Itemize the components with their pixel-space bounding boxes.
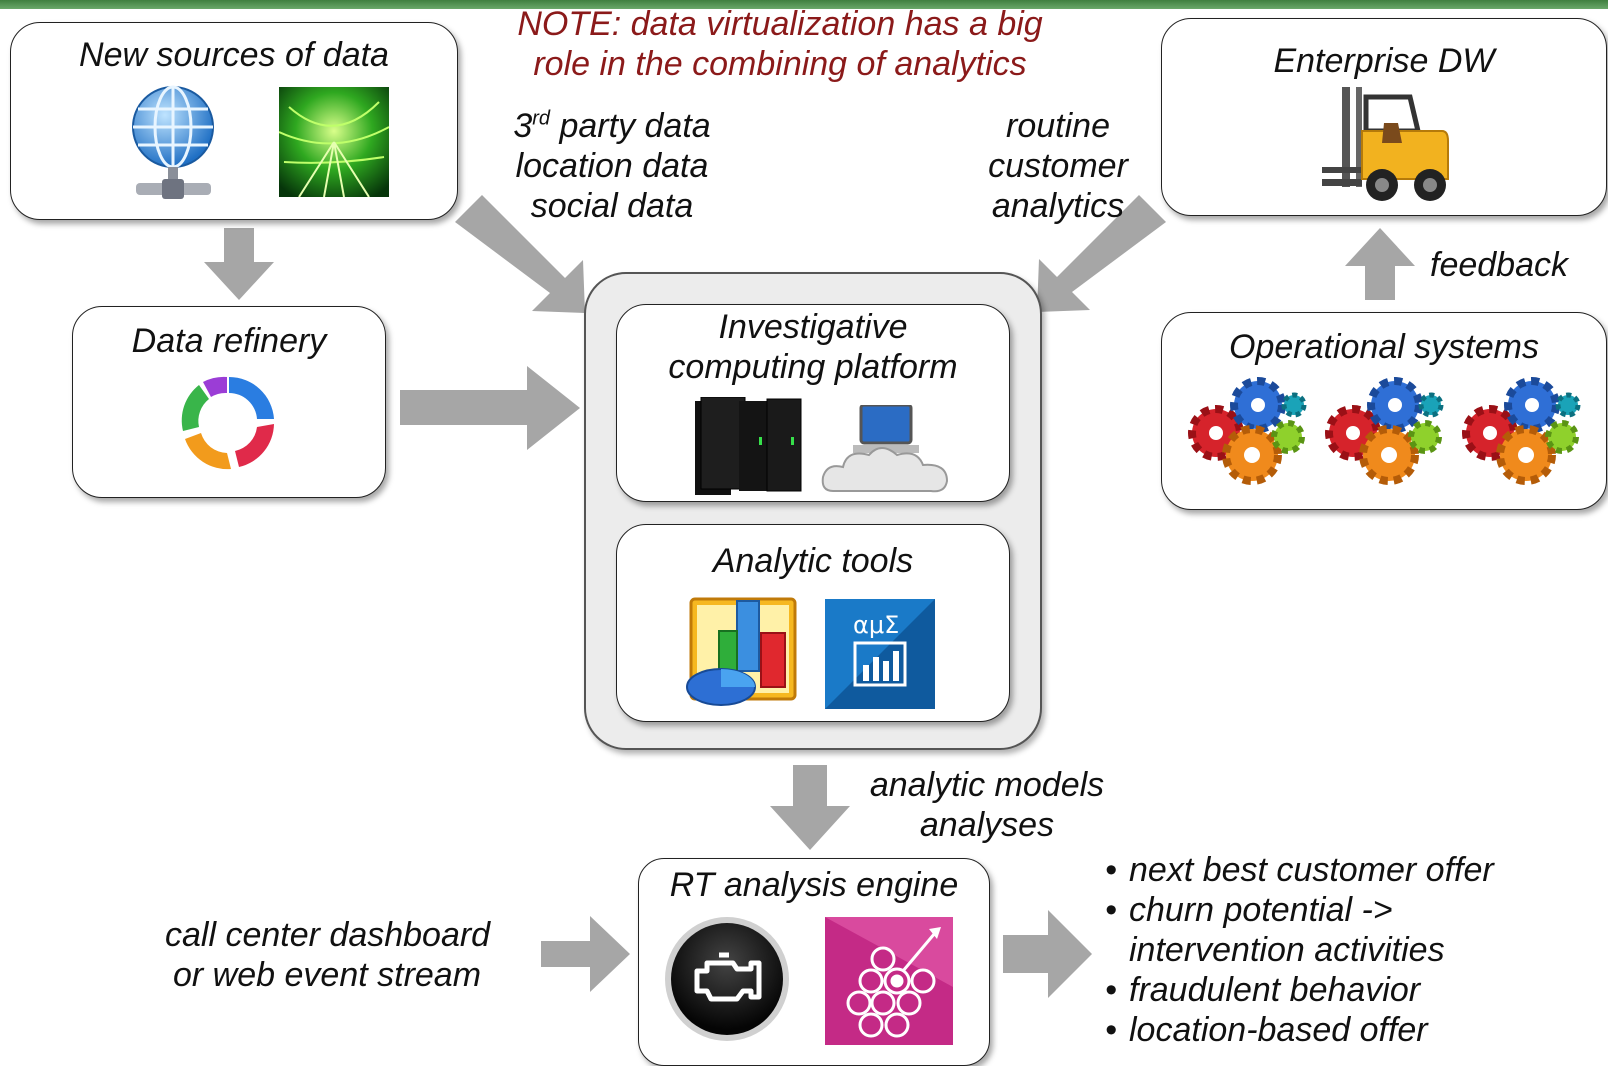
hexagon-target-icon [825, 917, 953, 1045]
outcome-item-continuation: intervention activities [1129, 931, 1445, 969]
customer-label: customer [988, 147, 1128, 185]
routine-label: routine [1006, 107, 1110, 145]
operational-systems-box: Operational systems [1161, 312, 1607, 510]
top-accent-bar [0, 0, 1608, 9]
arrow-thirdparty-to-platform [455, 195, 585, 313]
new-sources-box: New sources of data [10, 22, 458, 220]
arrow-rt-to-outcomes [1003, 910, 1092, 998]
third-party-num: 3 [513, 107, 533, 145]
outcome-item: •location-based offer [1105, 1011, 1428, 1049]
gears-icon [1188, 375, 1598, 493]
analytic-tools-title: Analytic tools [712, 542, 914, 580]
3d-chart-icon [686, 597, 797, 706]
analytics-label: analytics [991, 187, 1125, 225]
arrow-refinery-to-platform [400, 366, 580, 450]
outcomes-list: •next best customer offer •churn potenti… [1105, 850, 1494, 1050]
data-refinery-box: Data refinery [72, 306, 386, 498]
models-label: analytic models [869, 766, 1105, 804]
arrow-sources-to-refinery [204, 228, 274, 300]
arrow-routine-to-platform [1037, 195, 1166, 312]
math-statistics-icon: αμΣ [825, 599, 935, 709]
recycle-arrows-icon [181, 376, 274, 470]
analyses-label: analyses [919, 806, 1055, 844]
arrow-platform-to-rt [770, 765, 850, 850]
rt-engine-box: RT analysis engine [638, 858, 990, 1066]
third-party-label: 3rd party data [488, 106, 736, 146]
central-platform-frame: Investigative computing platform Analyti… [584, 272, 1042, 750]
outcome-item: •churn potential -> [1105, 891, 1393, 929]
third-party-rest: party data [550, 107, 711, 145]
operational-systems-title: Operational systems [1229, 328, 1539, 366]
location-data-label: location data [515, 147, 709, 185]
arrow-feedback-up [1345, 228, 1415, 300]
investigative-title-line1: Investigative [718, 308, 908, 346]
engine-check-icon [665, 917, 789, 1041]
globe-network-icon [132, 85, 214, 199]
green-data-tunnel-icon [279, 87, 389, 197]
forklift-icon [1322, 87, 1449, 201]
data-refinery-title: Data refinery [131, 322, 327, 360]
note-line-1: NOTE: data virtualization has a big [517, 5, 1043, 43]
enterprise-dw-title: Enterprise DW [1273, 42, 1495, 80]
svg-text:αμΣ: αμΣ [853, 611, 899, 639]
third-party-sup: rd [532, 107, 551, 130]
web-event-label: or web event stream [173, 956, 482, 994]
enterprise-dw-box: Enterprise DW [1161, 18, 1607, 216]
cloud-computer-icon [821, 405, 949, 493]
arrow-callcenter-to-rt [541, 916, 630, 992]
new-sources-title: New sources of data [79, 36, 389, 74]
analytic-tools-box: Analytic tools αμΣ [616, 524, 1010, 722]
rt-engine-title: RT analysis engine [669, 866, 959, 904]
server-tower-icon [695, 397, 802, 495]
feedback-label: feedback [1430, 246, 1568, 284]
social-data-label: social data [530, 187, 694, 225]
outcome-item: •fraudulent behavior [1105, 971, 1421, 1009]
call-center-label: call center dashboard [165, 916, 491, 954]
investigative-title-line2: computing platform [668, 348, 958, 386]
outcome-item: •next best customer offer [1105, 851, 1494, 889]
note-line-2: role in the combining of analytics [533, 45, 1027, 83]
investigative-platform-box: Investigative computing platform [616, 304, 1010, 502]
